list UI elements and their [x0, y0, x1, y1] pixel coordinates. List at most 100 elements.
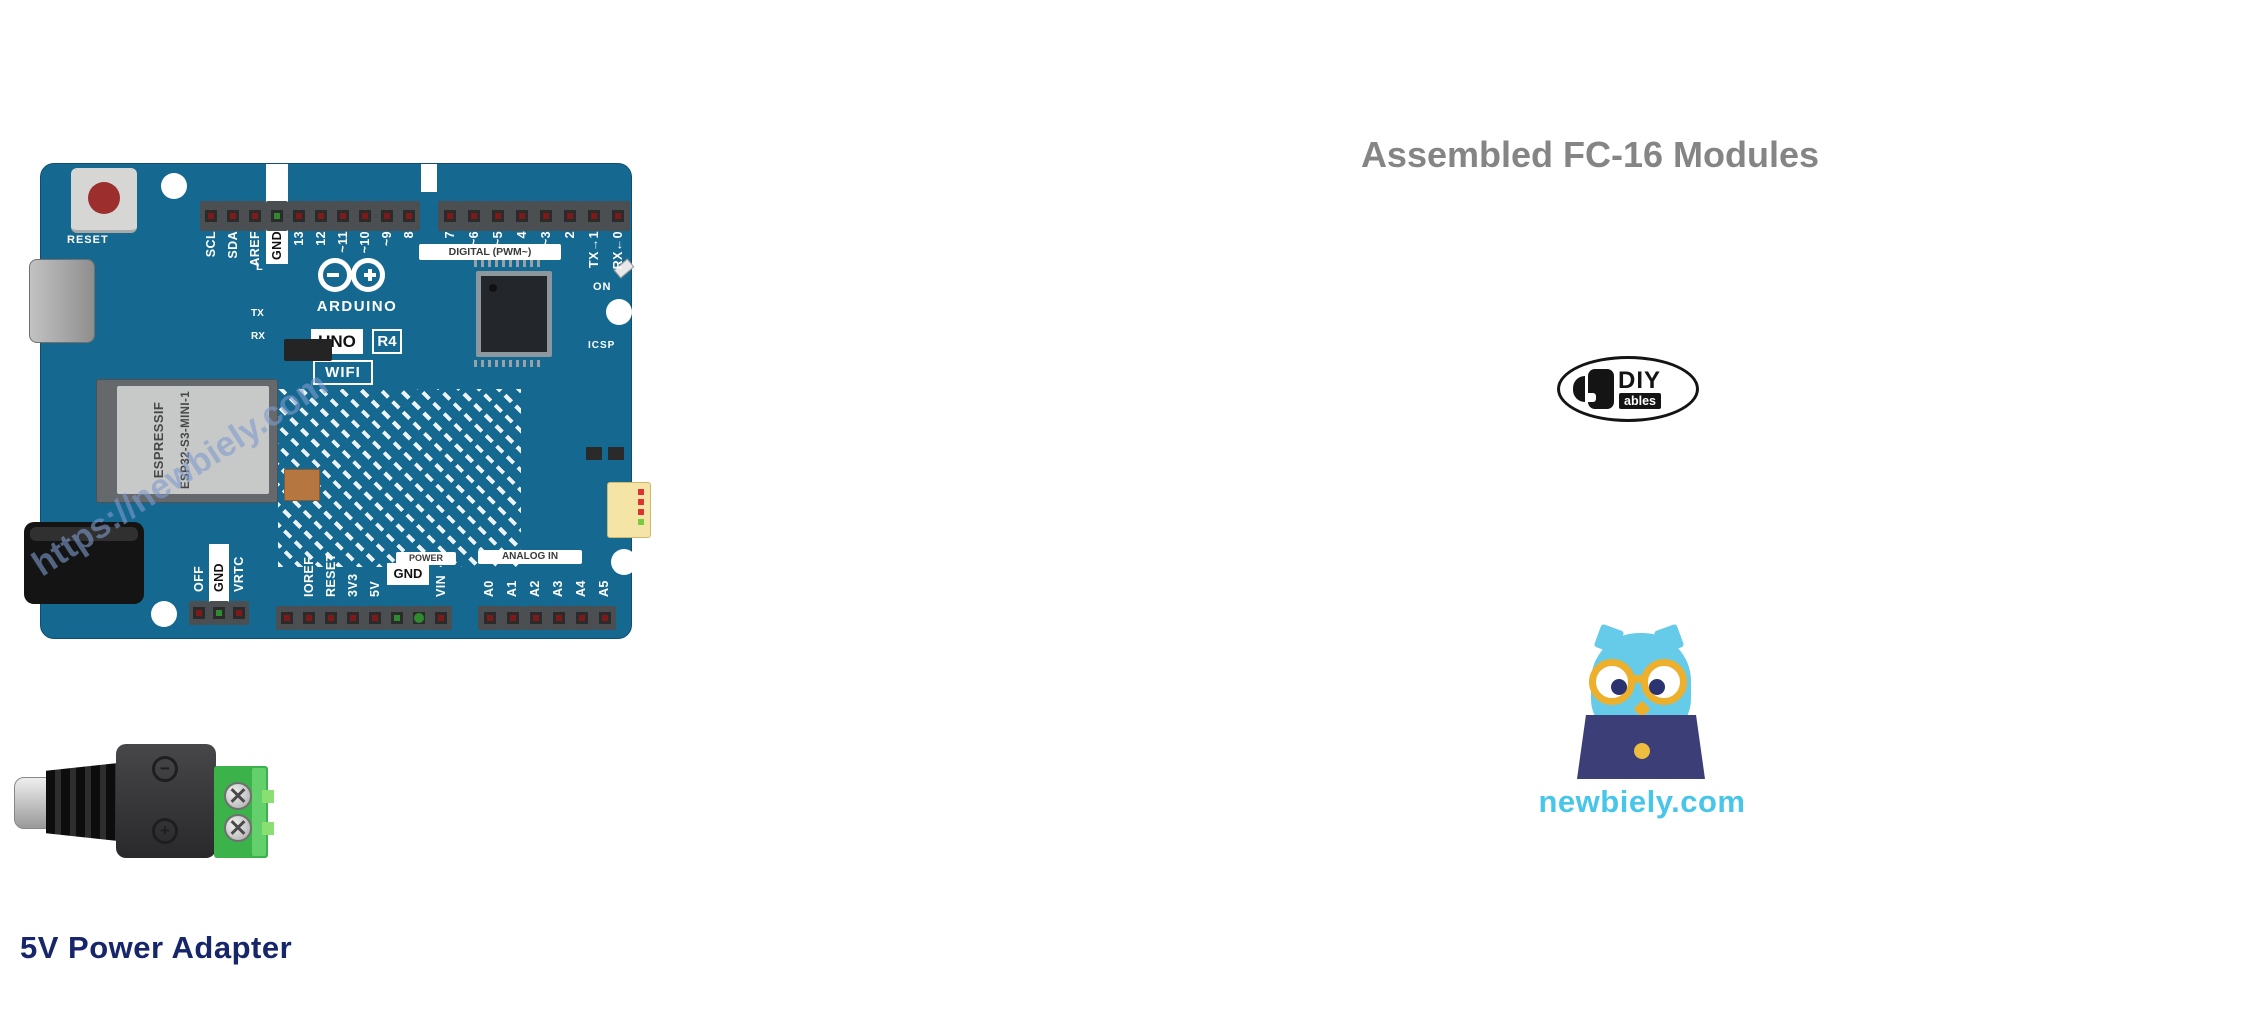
- pin-label-a3: A3: [551, 580, 565, 597]
- header-pin: [222, 201, 244, 231]
- pin-label-11: ~11: [336, 231, 350, 253]
- header-pin: [266, 201, 288, 231]
- pin-label-5v: 5V: [368, 580, 382, 597]
- dc-barrel-jack: [24, 522, 144, 604]
- header-pin: [501, 606, 524, 630]
- plug-ribbed-cone: [46, 763, 118, 841]
- header-pin: [582, 201, 606, 231]
- arduino-uno-r4-wifi-board: RESET DIGITAL (PWM~) ARDUINO UNO R4 WIFI…: [24, 163, 651, 639]
- smd-component: [284, 469, 320, 501]
- header-pin: [244, 201, 266, 231]
- header-pin: [354, 201, 376, 231]
- model-badge-wifi: WIFI: [313, 360, 373, 385]
- pin-label-2: 2: [563, 231, 577, 239]
- screw-terminal-block: [214, 766, 274, 858]
- header-pin: [408, 606, 430, 630]
- polarity-positive: +: [152, 818, 178, 844]
- pin-label-rx0: RX←0: [611, 231, 625, 270]
- header-pin: [189, 601, 209, 625]
- header-pin: [288, 201, 310, 231]
- header-pin: [606, 201, 630, 231]
- mount-hole: [611, 549, 637, 575]
- terminal-screw[interactable]: [224, 814, 252, 842]
- header-pin: [430, 606, 452, 630]
- small-ic-chip: [284, 339, 332, 361]
- pin-label-3: ~3: [539, 231, 553, 247]
- terminal-wire-tab: [262, 790, 274, 803]
- esp32-label-line1: ESPRESSIF: [151, 401, 166, 479]
- header-pin: [376, 201, 398, 231]
- pin-label-gnd: GND: [270, 231, 284, 260]
- header-pin: [558, 201, 582, 231]
- pin-label-5: ~5: [491, 231, 505, 247]
- digital-header-label: DIGITAL (PWM~): [419, 244, 561, 260]
- pin-label-side-vrtc: VRTC: [232, 556, 246, 592]
- terminal-screw[interactable]: [224, 782, 252, 810]
- diyables-suffix: ables: [1619, 393, 1662, 409]
- header-pin: [510, 201, 534, 231]
- arduino-wordmark: ARDUINO: [316, 298, 398, 315]
- header-pin: [386, 606, 408, 630]
- pin-label-a0: A0: [482, 580, 496, 597]
- pin-label-7: 7: [443, 231, 457, 239]
- pin-label-9: ~9: [380, 231, 394, 247]
- header-pin: [320, 606, 342, 630]
- header-pin: [534, 201, 558, 231]
- pin-label-8: 8: [402, 231, 416, 239]
- modules-title: Assembled FC-16 Modules: [1360, 134, 1820, 175]
- pin-label-a4: A4: [574, 580, 588, 597]
- qwiic-connector: [607, 482, 651, 538]
- header-pin: [524, 606, 547, 630]
- laptop-logo-dot: [1634, 743, 1650, 759]
- header-pin: [229, 601, 249, 625]
- reset-button-cap[interactable]: [88, 182, 120, 214]
- terminal-wire-tab: [262, 822, 274, 835]
- pin-label-ioref: IOREF: [302, 556, 316, 597]
- header-pin: [478, 606, 501, 630]
- pin-label-tx1: TX→1: [587, 231, 601, 269]
- smd-component: [586, 447, 602, 460]
- header-gap-notch: [421, 164, 437, 192]
- mount-hole: [161, 173, 187, 199]
- icsp-label: ICSP: [588, 340, 616, 351]
- pin-label-13: 13: [292, 231, 306, 246]
- power-header-label: POWER: [396, 552, 456, 565]
- pin-label-6: ~6: [467, 231, 481, 247]
- pin-label-10: ~10: [358, 231, 372, 254]
- esp32-label-line2: ESP32-S3-MINI-1: [180, 390, 192, 490]
- polarity-negative: −: [152, 756, 178, 782]
- plug-tip: [14, 777, 50, 829]
- gnd-bottom-label: GND: [387, 563, 429, 585]
- pin-label-a5: A5: [597, 580, 611, 597]
- model-badge-r4: R4: [372, 329, 402, 354]
- pin-label-side-off: OFF: [192, 565, 206, 592]
- owl-glasses: [1583, 623, 1713, 743]
- pin-label-12: 12: [314, 231, 328, 246]
- header-pin: [438, 201, 462, 231]
- esp32-module: [96, 379, 278, 503]
- pin-label-4: 4: [515, 231, 529, 239]
- header-pin: [486, 201, 510, 231]
- header-pin: [593, 606, 616, 630]
- header-pin: [547, 606, 570, 630]
- reset-button[interactable]: [71, 168, 137, 233]
- arduino-logo-icon: [318, 258, 388, 294]
- usb-c-connector: [29, 259, 95, 343]
- pin-comb: [474, 260, 542, 267]
- gnd-side-strip: [209, 544, 229, 602]
- pin-label-3v3: 3V3: [346, 573, 360, 597]
- newbiely-owl-logo: [1577, 623, 1713, 793]
- pin-label-side-gnd: GND: [212, 563, 226, 592]
- rx-label: RX: [251, 331, 265, 342]
- header-pin: [298, 606, 320, 630]
- mount-hole: [151, 601, 177, 627]
- header-pin: [398, 201, 420, 231]
- diyables-glyph-half-disc: [1573, 376, 1585, 402]
- header-pin: [364, 606, 386, 630]
- header-pin: [310, 201, 332, 231]
- header-pin: [342, 606, 364, 630]
- pin-label-scl: SCL: [204, 231, 218, 258]
- tx-label: TX: [251, 308, 264, 319]
- pin-label-sda: SDA: [226, 231, 240, 259]
